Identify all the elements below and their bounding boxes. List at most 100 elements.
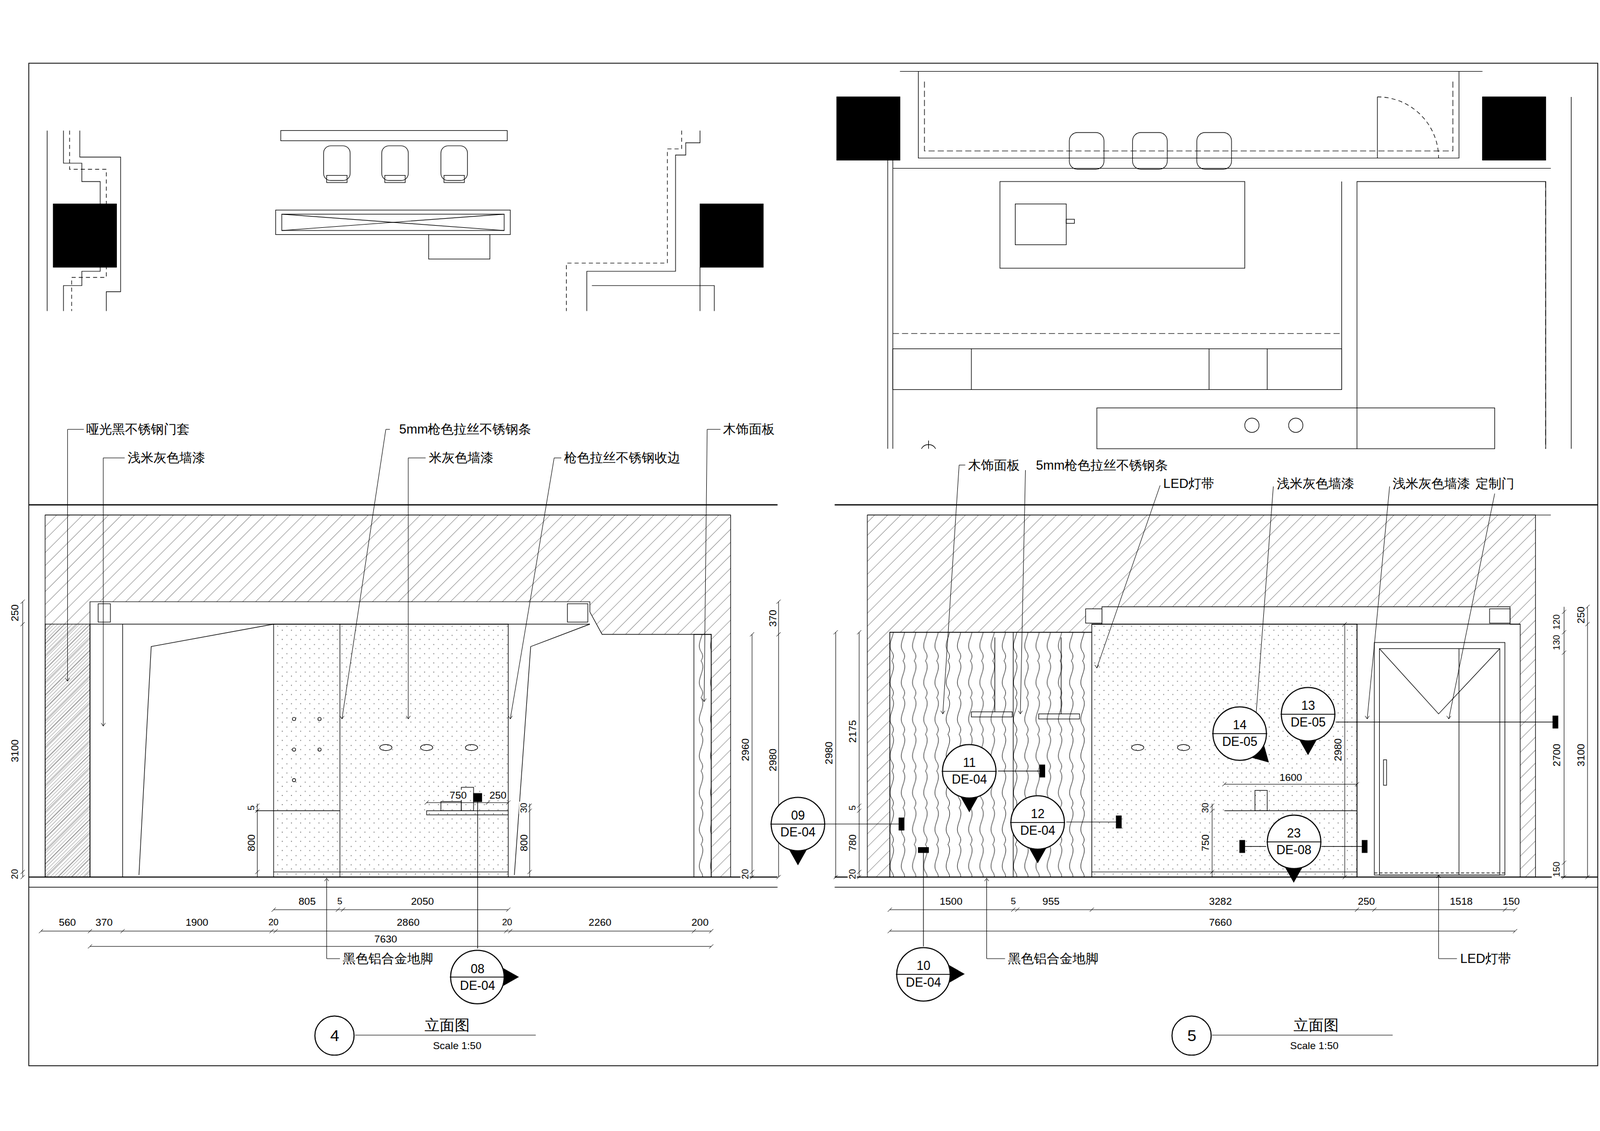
dimension-value: 1600 — [1278, 772, 1304, 783]
scale-note: Scale 1:50 — [1289, 1040, 1340, 1052]
leader-lines — [324, 878, 330, 882]
material-note: 木饰面板 — [967, 458, 1021, 472]
sheet-reference: DE-04 — [895, 976, 951, 990]
dimension-value: 2050 — [409, 895, 435, 907]
plan-view-left — [275, 210, 511, 235]
plan-view-right — [1545, 181, 1547, 449]
plan-view-left — [53, 204, 117, 268]
dimension-value: 3100 — [1575, 742, 1586, 768]
dimension-lines — [40, 930, 712, 932]
elevation-4 — [273, 624, 509, 878]
sheet-frame — [28, 63, 1598, 1066]
plan-view-right — [1341, 181, 1342, 390]
dimension-value: 250 — [9, 603, 20, 624]
dimension-value: 780 — [846, 833, 858, 853]
elevation-5 — [834, 887, 1598, 888]
elevation-5 — [1379, 648, 1500, 875]
leader-lines — [103, 457, 125, 727]
elevation-5 — [1131, 744, 1144, 751]
dimension-value: 750 — [1199, 833, 1210, 853]
section-cut-lines — [997, 770, 1043, 772]
section-cut-lines — [473, 793, 482, 802]
view-number-circle: 4 — [314, 1015, 356, 1057]
dimension-lines — [752, 634, 753, 878]
leader-lines — [942, 464, 966, 714]
dimension-value: 20 — [740, 868, 750, 881]
section-cut-lines — [1361, 840, 1367, 853]
elevation-4 — [28, 887, 778, 888]
material-note: 浅米灰色墙漆 — [1275, 477, 1356, 491]
plan-view-left — [281, 214, 505, 231]
dimension-lines — [89, 946, 712, 948]
dimension-value: 805 — [297, 895, 317, 907]
dimension-lines — [22, 601, 24, 878]
elevation-5 — [1085, 608, 1102, 624]
dimension-value: 20 — [501, 917, 514, 928]
plan-view-right — [1267, 349, 1268, 391]
plan-view-left — [47, 130, 764, 311]
sheet-reference: DE-08 — [1266, 844, 1322, 857]
plan-view-right — [836, 71, 1571, 450]
callout-divider — [449, 977, 505, 979]
dimension-value: 250 — [1575, 605, 1586, 625]
leader-lines — [704, 429, 721, 702]
callout-outline — [895, 947, 951, 1003]
elevation-5 — [1374, 642, 1505, 876]
dimension-value: 120 — [1551, 613, 1561, 631]
dimension-lines — [271, 907, 511, 913]
elevation-4 — [255, 810, 340, 812]
material-note: 浅米灰色墙漆 — [126, 451, 207, 465]
elevation-5 — [1091, 871, 1358, 873]
material-note: 木饰面板 — [721, 422, 776, 436]
callout-number: 4 — [314, 1027, 356, 1045]
sheet-reference: DE-04 — [770, 826, 826, 839]
callout-outline — [449, 949, 505, 1005]
dimension-value: 5 — [847, 804, 857, 812]
leader-lines — [1447, 715, 1452, 720]
dimension-value: 20 — [267, 917, 280, 928]
plan-view-left — [326, 175, 347, 183]
plan-view-right — [1244, 418, 1260, 433]
section-cut-lines — [1321, 846, 1366, 847]
section-cut-lines — [824, 823, 902, 825]
elevation-4 — [292, 748, 296, 752]
plan-view-right — [918, 71, 1460, 159]
leader-lines — [1018, 711, 1023, 715]
material-note: 黑色铝合金地脚 — [1006, 952, 1100, 966]
dimension-value: 2860 — [395, 917, 421, 928]
section-cut-lines — [1066, 822, 1119, 823]
leader-lines — [1365, 715, 1370, 720]
callout-divider — [941, 770, 997, 772]
dimension-lines — [1344, 624, 1346, 878]
dimension-lines — [38, 929, 714, 934]
elevation-5 — [834, 877, 1598, 879]
elevation-5 — [1356, 624, 1358, 878]
material-note: 哑光黑不锈钢门套 — [85, 422, 191, 436]
plan-view-right — [1377, 96, 1439, 159]
dimension-value: 130 — [1551, 634, 1561, 652]
elevation-5 — [889, 632, 1092, 878]
material-note: 米灰色墙漆 — [427, 451, 495, 465]
dimension-lines — [1587, 607, 1588, 878]
plan-view-right — [1288, 418, 1304, 433]
elevation-5 — [994, 637, 996, 712]
dimension-lines — [87, 944, 714, 949]
plan-view-right — [1069, 132, 1104, 170]
leader-lines — [1020, 470, 1026, 715]
plan-view-left — [586, 130, 700, 311]
elevation-5 — [1224, 810, 1358, 812]
dimension-value: 2700 — [1550, 742, 1562, 768]
dimension-value: 5 — [246, 804, 256, 812]
sheet-reference: DE-05 — [1280, 716, 1336, 729]
dimension-value: 2175 — [846, 719, 858, 744]
leader-lines — [355, 1035, 536, 1036]
material-note: LED灯带 — [1459, 952, 1513, 966]
plan-view-right — [900, 71, 1483, 72]
dimension-lines — [887, 907, 1518, 913]
leader-lines — [1094, 665, 1099, 669]
dimension-lines — [20, 599, 25, 880]
elevation-4 — [292, 778, 296, 783]
dimension-value: 250 — [488, 789, 508, 800]
elevation-5 — [1489, 608, 1511, 624]
section-callout: 08DE-04 — [449, 949, 505, 1005]
